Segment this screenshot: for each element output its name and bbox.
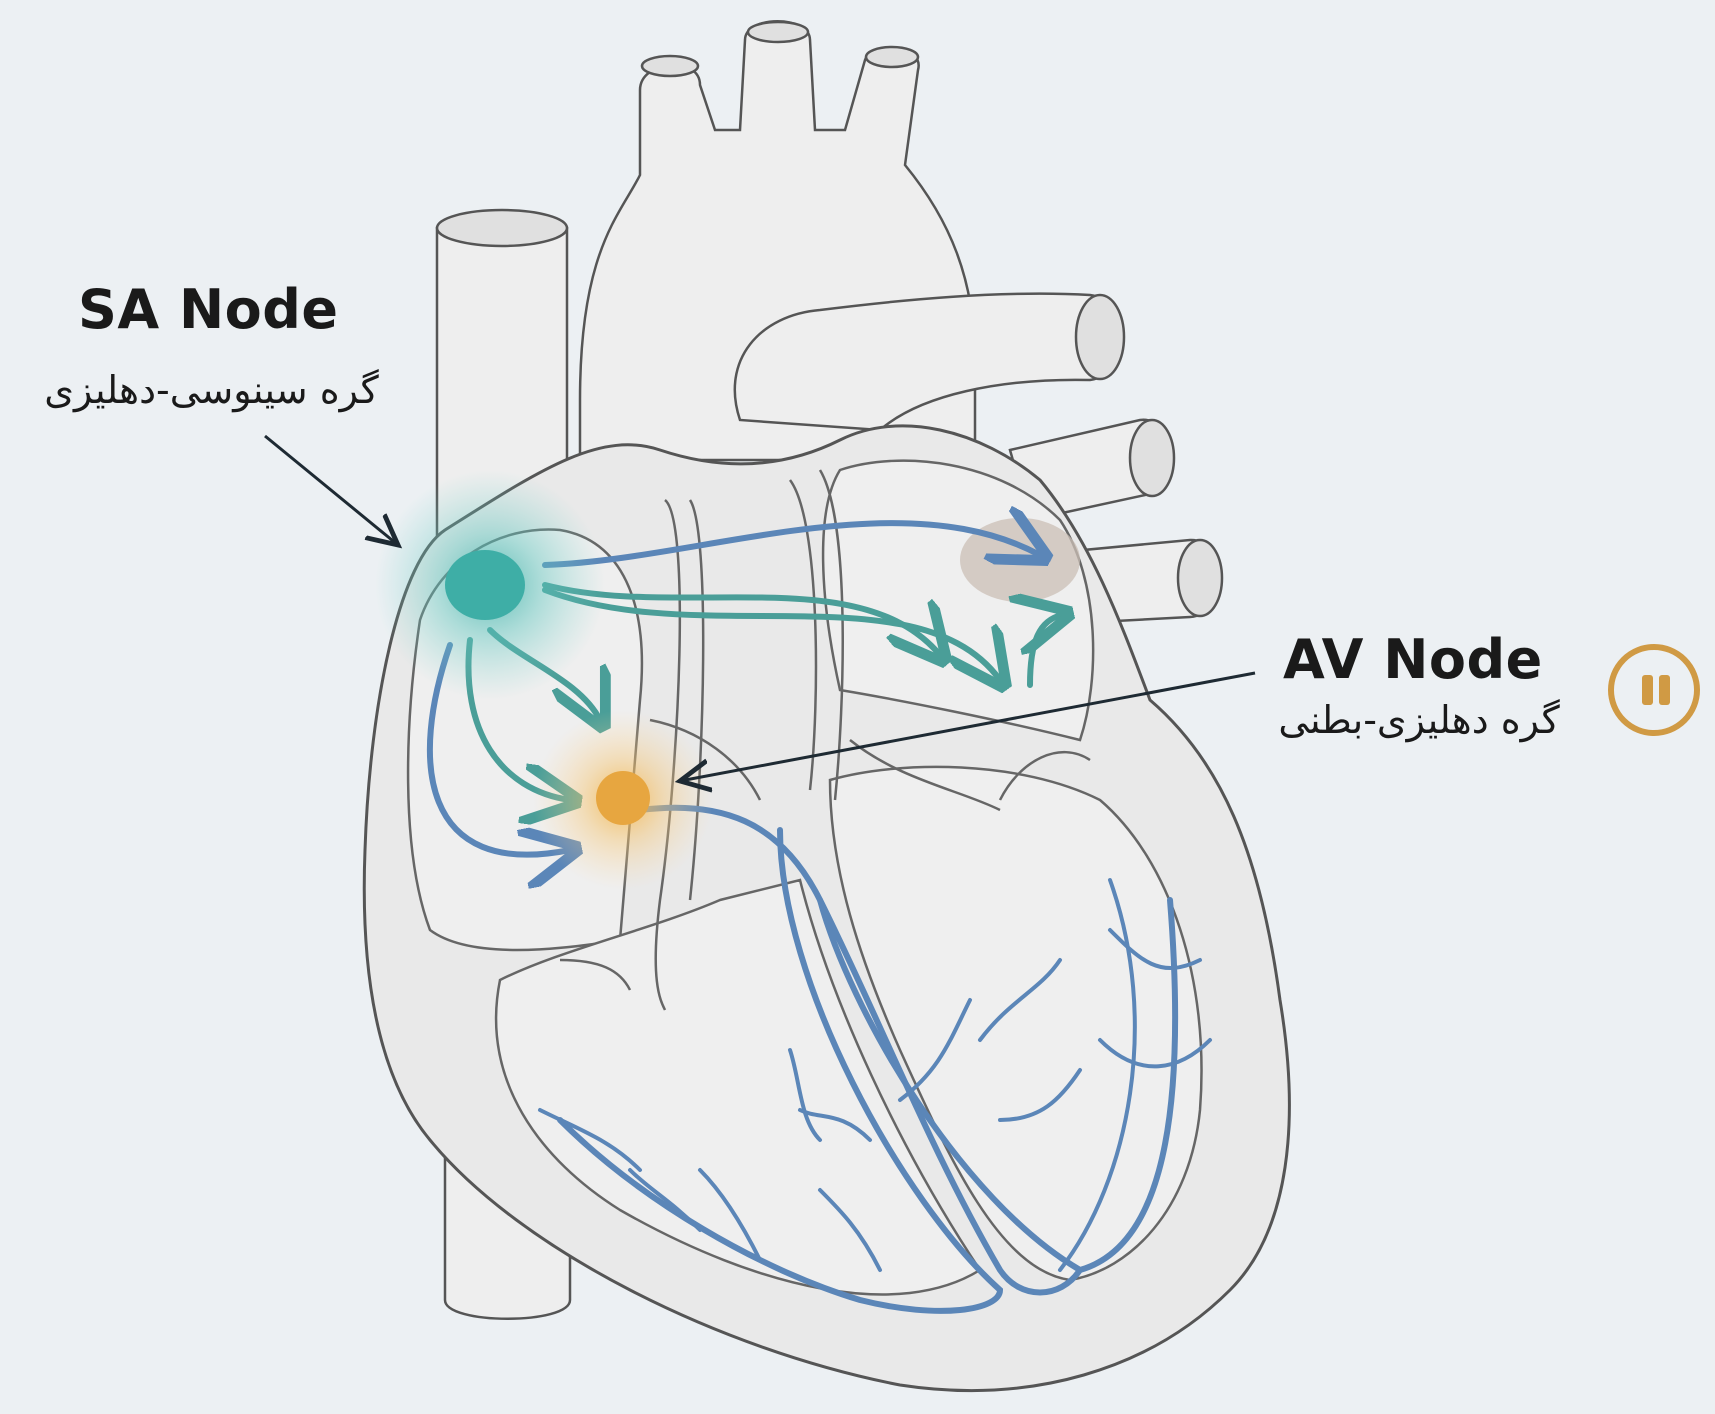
sa-pointer-arrow bbox=[265, 436, 398, 545]
pause-button[interactable] bbox=[1608, 644, 1700, 736]
av-node-title: AV Node bbox=[1283, 628, 1543, 691]
av-node bbox=[533, 710, 713, 890]
pause-bar-right bbox=[1659, 675, 1670, 705]
sa-node-subtitle: گره سینوسی-دهلیزی bbox=[14, 368, 409, 412]
av-node-subtitle: گره دهلیزی-بطنی bbox=[1254, 698, 1584, 742]
pause-bar-left bbox=[1642, 675, 1653, 705]
sa-node-title: SA Node bbox=[78, 278, 339, 341]
sa-node bbox=[375, 470, 605, 700]
